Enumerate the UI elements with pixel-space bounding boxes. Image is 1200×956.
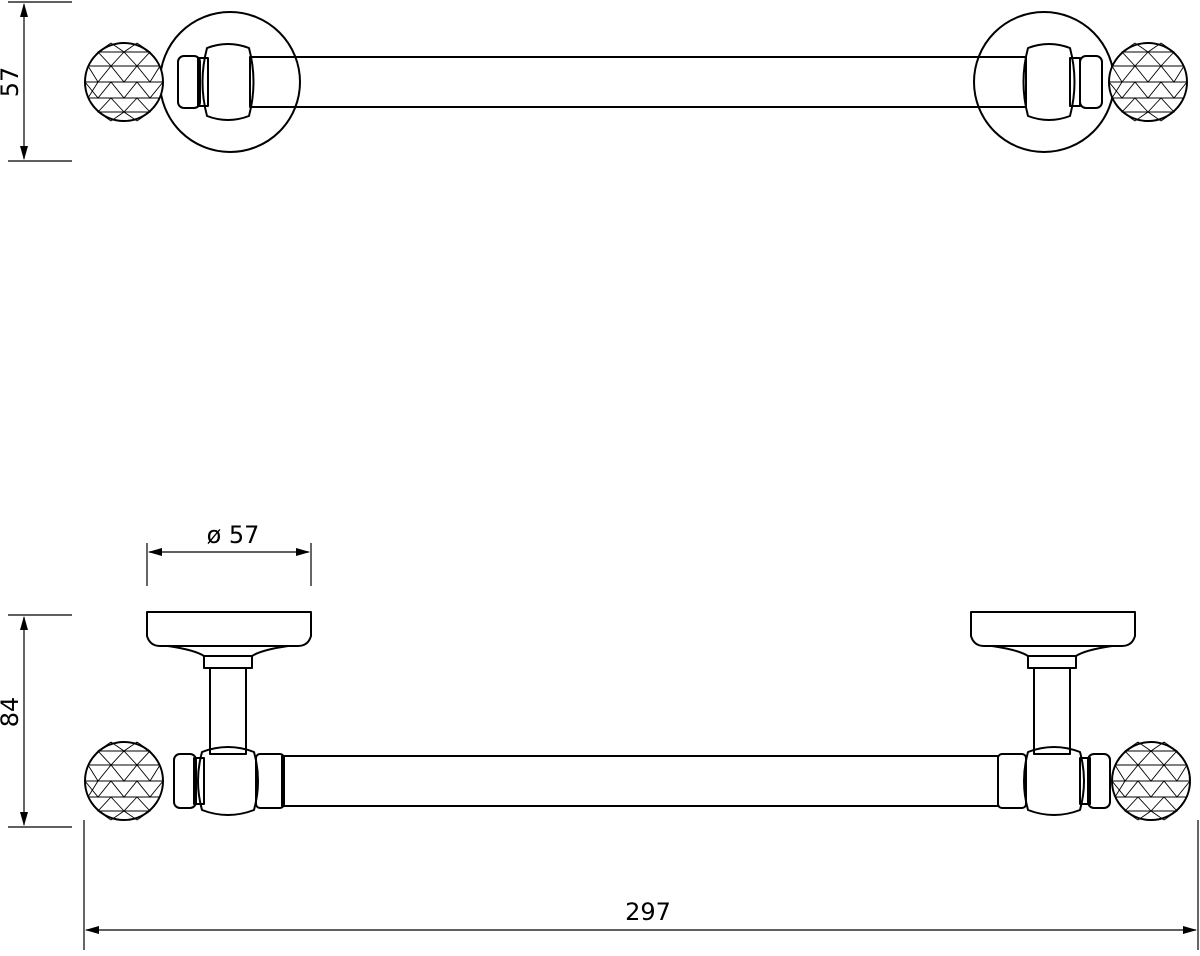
side-right-crystal-knob bbox=[1111, 741, 1191, 821]
diameter-dimension-label: ø 57 bbox=[207, 521, 260, 549]
side-left-crystal-knob bbox=[84, 741, 164, 821]
right-flange-circle bbox=[973, 11, 1115, 153]
left-crystal-knob bbox=[84, 42, 164, 122]
side-view: ø 57 84 297 bbox=[0, 521, 1199, 950]
side-right-hub bbox=[1023, 746, 1085, 816]
right-hub bbox=[1022, 43, 1076, 121]
left-post bbox=[209, 667, 247, 755]
right-crystal-knob bbox=[1108, 42, 1188, 122]
left-flange-plate bbox=[146, 611, 312, 647]
right-flange-plate bbox=[970, 611, 1136, 647]
side-bar bbox=[281, 755, 999, 807]
right-post bbox=[1033, 667, 1071, 755]
left-hub bbox=[201, 43, 255, 121]
top-bar bbox=[249, 56, 1027, 108]
side-left-hub bbox=[197, 746, 259, 816]
height-dimension-label: 57 bbox=[0, 67, 24, 98]
length-dimension-label: 297 bbox=[625, 898, 671, 926]
projection-dimension-label: 84 bbox=[0, 697, 24, 728]
left-flange-circle bbox=[159, 11, 301, 153]
top-view: 57 bbox=[0, 1, 1188, 162]
